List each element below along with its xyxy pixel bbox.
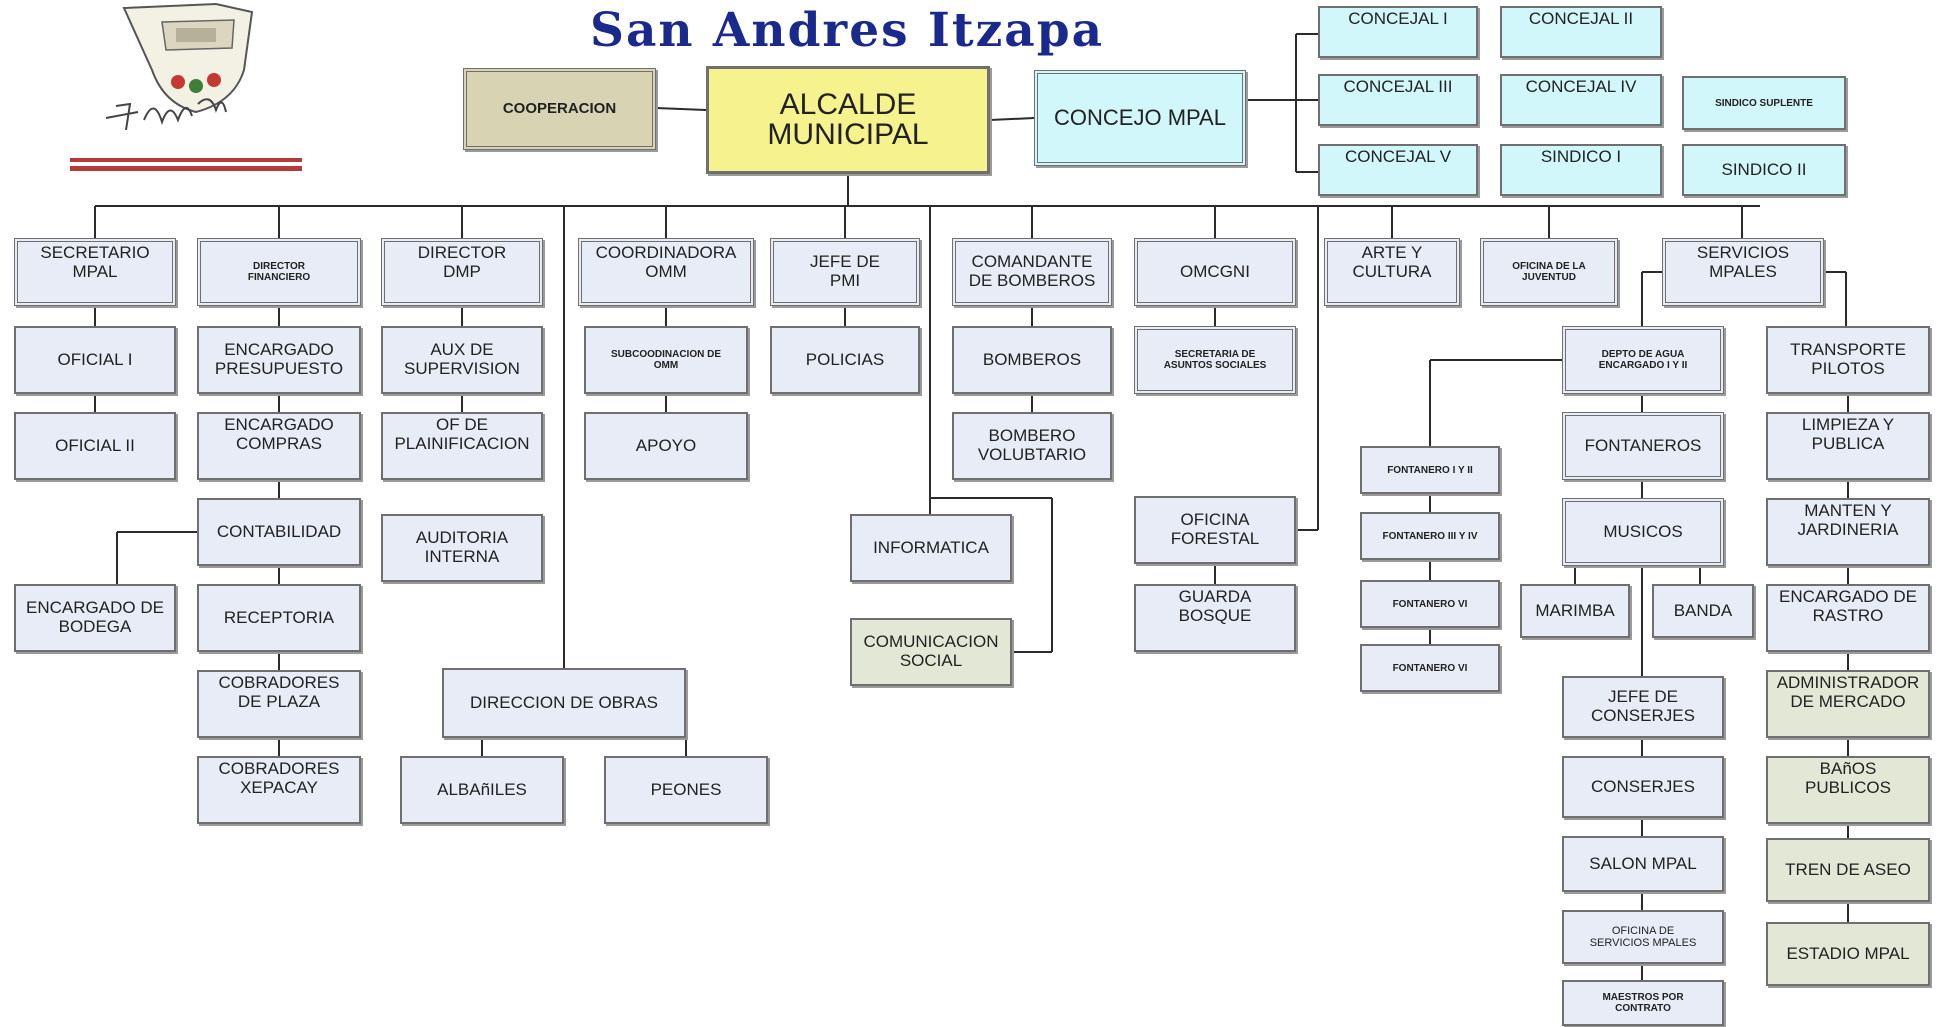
cooperacion-box: COOPERACION	[463, 68, 656, 150]
bombero-voluntario-box: BOMBERO VOLUBTARIO	[952, 412, 1112, 480]
logo-red-bar	[70, 158, 302, 162]
comandante-bomberos-box: COMANDANTE DE BOMBEROS	[952, 238, 1112, 306]
encargado-rastro-box: ENCARGADO DE RASTRO	[1766, 584, 1930, 652]
transporte-pilotos-box: TRANSPORTE PILOTOS	[1766, 326, 1930, 394]
banos-publicos-box: BAñOS PUBLICOS	[1766, 756, 1930, 824]
concejal-2-box: CONCEJAL II	[1500, 6, 1662, 58]
oficina-forestal-box: OFICINA FORESTAL	[1134, 496, 1296, 564]
subcoordinacion-omm-box: SUBCOODINACION DE OMM	[584, 326, 748, 394]
secretario-box: SECRETARIO MPAL	[14, 238, 176, 306]
estadio-mpal-box: ESTADIO MPAL	[1766, 922, 1930, 986]
maestros-contrato-box: MAESTROS POR CONTRATO	[1562, 980, 1724, 1026]
musicos-box: MUSICOS	[1562, 498, 1724, 566]
depto-agua-box: DEPTO DE AGUA ENCARGADO I Y II	[1562, 326, 1724, 394]
policias-box: POLICIAS	[770, 326, 920, 394]
administrador-mercado-box: ADMINISTRADOR DE MERCADO	[1766, 670, 1930, 738]
fontanero-1-2-box: FONTANERO I Y II	[1360, 446, 1500, 494]
oficial-2-box: OFICIAL II	[14, 412, 176, 480]
logo-red-bar	[70, 166, 302, 171]
comunicacion-social-box: COMUNICACION SOCIAL	[850, 618, 1012, 686]
omcgni-box: OMCGNI	[1134, 238, 1296, 306]
banda-box: BANDA	[1652, 584, 1754, 638]
secretaria-sociales-box: SECRETARIA DE ASUNTOS SOCIALES	[1134, 326, 1296, 394]
encargado-bodega-box: ENCARGADO DE BODEGA	[14, 584, 176, 652]
alcalde-box: ALCALDE MUNICIPAL	[706, 66, 990, 174]
coordinadora-omm-box: COORDINADORA OMM	[578, 238, 754, 306]
encargado-presupuesto-box: ENCARGADO PRESUPUESTO	[197, 326, 361, 394]
concejo-box: CONCEJO MPAL	[1034, 70, 1246, 166]
tu-muni-script	[105, 98, 227, 131]
municipal-logo	[70, 2, 302, 171]
salon-mpal-box: SALON MPAL	[1562, 836, 1724, 892]
manten-jardineria-box: MANTEN Y JARDINERIA	[1766, 498, 1930, 566]
oficial-1-box: OFICIAL I	[14, 326, 176, 394]
flower-icon	[207, 73, 221, 87]
informatica-box: INFORMATICA	[850, 514, 1012, 582]
direccion-obras-box: DIRECCION DE OBRAS	[442, 668, 686, 738]
of-planificacion-box: OF DE PLAINIFICACION	[381, 412, 543, 480]
fontanero-vi-b-box: FONTANERO VI	[1360, 644, 1500, 692]
contabilidad-box: CONTABILIDAD	[197, 498, 361, 566]
sindico-2-box: SINDICO II	[1682, 144, 1846, 196]
encargado-compras-box: ENCARGADO COMPRAS	[197, 412, 361, 480]
concejal-5-box: CONCEJAL V	[1318, 144, 1478, 196]
receptoria-box: RECEPTORIA	[197, 584, 361, 652]
building-columns-icon	[176, 28, 216, 42]
bomberos-box: BOMBEROS	[952, 326, 1112, 394]
guarda-bosque-box: GUARDA BOSQUE	[1134, 584, 1296, 652]
concejal-3-box: CONCEJAL III	[1318, 74, 1478, 126]
tren-aseo-box: TREN DE ASEO	[1766, 838, 1930, 902]
page-title: San Andres Itzapa	[590, 3, 1105, 58]
cobradores-xepacay-box: COBRADORES XEPACAY	[197, 756, 361, 824]
fontaneros-box: FONTANEROS	[1562, 412, 1724, 480]
connector-line	[655, 107, 707, 111]
limpieza-publica-box: LIMPIEZA Y PUBLICA	[1766, 412, 1930, 480]
apoyo-box: APOYO	[584, 412, 748, 480]
director-dmp-box: DIRECTOR DMP	[381, 238, 543, 306]
jefe-conserjes-box: JEFE DE CONSERJES	[1562, 676, 1724, 738]
oficina-servicios-box: OFICINA DE SERVICIOS MPALES	[1562, 910, 1724, 964]
flower-icon	[171, 75, 185, 89]
marimba-box: MARIMBA	[1520, 584, 1630, 638]
director-financiero-box: DIRECTOR FINANCIERO	[197, 238, 361, 306]
fontanero-vi-a-box: FONTANERO VI	[1360, 580, 1500, 628]
peones-box: PEONES	[604, 756, 768, 824]
connector-line	[989, 117, 1035, 121]
oficina-juventud-box: OFICINA DE LA JUVENTUD	[1480, 238, 1618, 306]
auditoria-box: AUDITORIA INTERNA	[381, 514, 543, 582]
aux-supervision-box: AUX DE SUPERVISION	[381, 326, 543, 394]
concejal-1-box: CONCEJAL I	[1318, 6, 1478, 58]
jefe-pmi-box: JEFE DE PMI	[770, 238, 920, 306]
sindico-1-box: SINDICO I	[1500, 144, 1662, 196]
albaniles-box: ALBAñILES	[400, 756, 564, 824]
fontanero-3-4-box: FONTANERO III Y IV	[1360, 512, 1500, 560]
leaf-icon	[189, 79, 203, 93]
conserjes-box: CONSERJES	[1562, 756, 1724, 818]
arte-cultura-box: ARTE Y CULTURA	[1324, 238, 1460, 306]
cobradores-plaza-box: COBRADORES DE PLAZA	[197, 670, 361, 738]
servicios-mpales-box: SERVICIOS MPALES	[1662, 238, 1824, 306]
sindico-suplente-box: SINDICO SUPLENTE	[1682, 76, 1846, 130]
concejal-4-box: CONCEJAL IV	[1500, 74, 1662, 126]
